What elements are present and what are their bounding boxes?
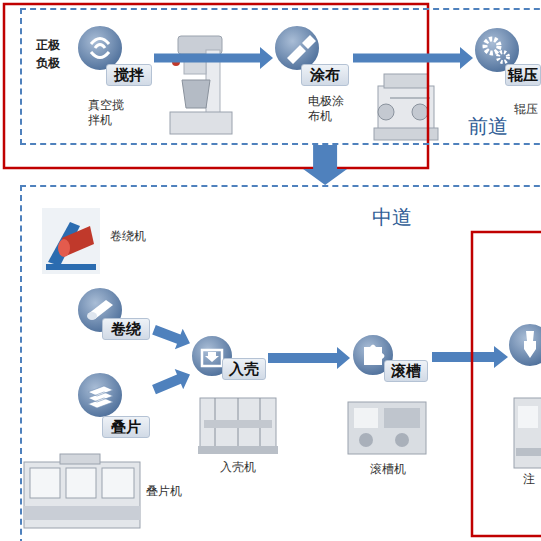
- dropper-glyph: [524, 331, 536, 358]
- caption-label: 电极涂布机: [308, 94, 350, 124]
- machine-part: [46, 264, 96, 270]
- machine-part: [390, 98, 430, 99]
- injection-machine-illustration: [514, 398, 541, 468]
- case-glyph: [202, 350, 222, 366]
- process-step: 滚槽: [350, 331, 430, 385]
- roll-glyph: [87, 312, 97, 320]
- machine-part: [58, 239, 70, 257]
- process-step: 入壳: [190, 333, 268, 383]
- machine-part: [378, 104, 394, 120]
- machine-part: [384, 74, 428, 88]
- process-step: 辊压: [473, 26, 541, 86]
- step-label: 辊压: [505, 64, 541, 86]
- highlight-frame: [4, 4, 428, 168]
- caption-label: 滚槽机: [370, 462, 406, 477]
- caption-label: 辊压: [514, 102, 538, 117]
- step-label: 卷绕: [102, 318, 150, 340]
- machine-part: [378, 86, 434, 130]
- flow-arrow: [154, 47, 273, 69]
- band-title: 前道: [468, 114, 508, 138]
- machine-part: [412, 104, 428, 120]
- machine-part: [359, 433, 373, 447]
- step-label: 涂布: [301, 64, 349, 86]
- caption-label: 负极: [36, 56, 60, 71]
- machine-part: [198, 446, 278, 454]
- machine-part: [60, 454, 100, 464]
- step-label: 滚槽: [384, 360, 428, 382]
- machine-part: [354, 408, 378, 428]
- process-step: 搅拌: [76, 24, 154, 86]
- mixer-illustration: [170, 36, 232, 134]
- flow-arrow: [152, 325, 190, 349]
- stacking-machine-illustration: [24, 454, 140, 528]
- machine-part: [200, 398, 276, 452]
- machine-part: [348, 402, 426, 454]
- process-step: 涂布: [273, 24, 353, 86]
- machine-part: [30, 468, 60, 498]
- machine-part: [24, 462, 140, 528]
- stack-glyph: [88, 386, 113, 408]
- machine-part: [102, 468, 134, 498]
- puzzle-glyph: [364, 345, 385, 366]
- machine-part: [395, 433, 409, 447]
- icon-circle: [508, 323, 541, 367]
- caption-label: 卷绕机: [110, 229, 146, 244]
- machine-part: [170, 112, 232, 134]
- process-step: 卷绕: [76, 286, 154, 344]
- step-label: 搅拌: [106, 64, 152, 86]
- caption-label: 叠片机: [146, 484, 182, 499]
- flow-arrow: [268, 347, 350, 369]
- machine-part: [518, 406, 538, 428]
- caption-label: 入壳机: [220, 460, 256, 475]
- caption-label: 真空搅拌机: [88, 98, 130, 128]
- grooving-machine-illustration: [348, 402, 426, 454]
- flow-arrow: [152, 369, 190, 394]
- machine-part: [516, 448, 541, 456]
- caption-label: 正极: [36, 38, 60, 53]
- roll-glyph: [88, 300, 113, 319]
- winder-illustration: [42, 208, 100, 274]
- flow-arrow: [353, 47, 473, 69]
- step-label: 叠片: [102, 416, 150, 438]
- case-glyph: [205, 352, 219, 362]
- icon-circle: [77, 372, 123, 418]
- machine-part: [182, 80, 210, 108]
- process-step: 叠片: [76, 371, 154, 441]
- machine-part: [204, 420, 272, 428]
- casing-machine-illustration: [198, 398, 278, 454]
- gear-glyph: [498, 52, 508, 62]
- mix-glyph: [91, 39, 109, 58]
- machine-part: [42, 208, 100, 274]
- machine-part: [514, 398, 541, 468]
- machine-part: [66, 468, 96, 498]
- caption-label: 注: [523, 472, 535, 487]
- brush-glyph: [287, 35, 316, 64]
- band-title: 中道: [372, 205, 412, 229]
- machine-part: [24, 506, 140, 520]
- flow-arrow: [303, 145, 347, 185]
- gear-glyph: [485, 39, 499, 53]
- flow-arrow: [432, 346, 508, 368]
- machine-part: [384, 408, 420, 428]
- step-label: 入壳: [222, 358, 266, 380]
- highlight-frame: [472, 232, 541, 536]
